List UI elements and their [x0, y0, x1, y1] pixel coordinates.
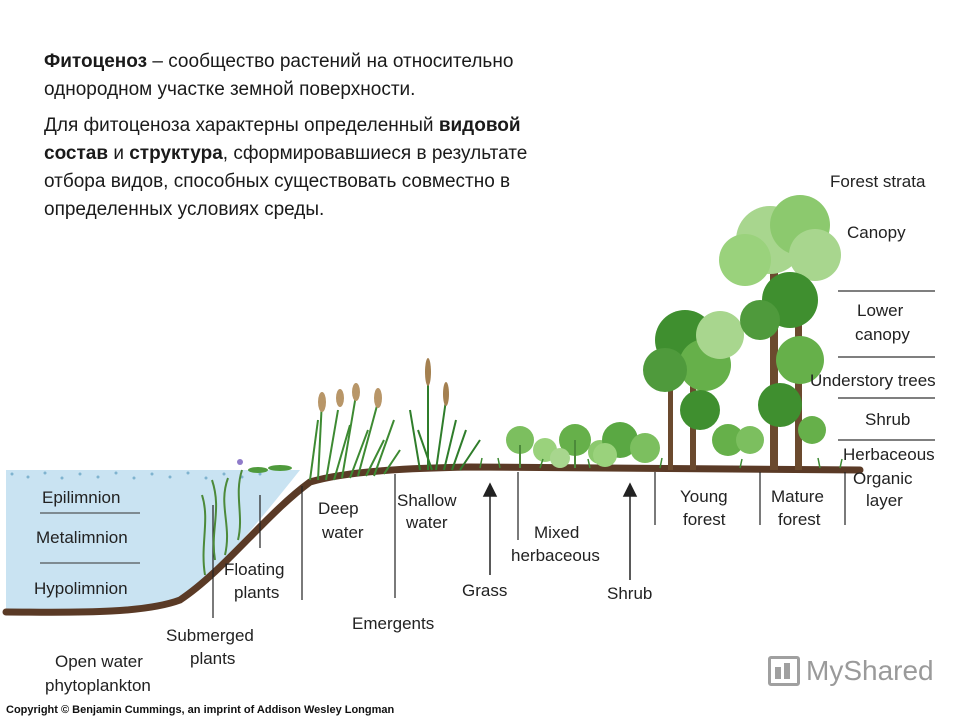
label-emergents: Emergents — [352, 614, 434, 633]
text-part: и — [108, 143, 130, 164]
label-young-1: Young — [680, 487, 728, 506]
label-deep-2: water — [321, 523, 364, 542]
submerged-plants — [201, 469, 243, 576]
label-herbaceous: Herbaceous — [843, 445, 935, 464]
label-open-water-1: Open water — [55, 652, 143, 671]
floating-leaves — [237, 459, 292, 473]
label-mixed-2: herbaceous — [511, 546, 600, 565]
label-canopy: Canopy — [847, 223, 906, 242]
label-grass: Grass — [462, 581, 507, 600]
zone-lines — [212, 472, 846, 618]
label-floating-1: Floating — [224, 560, 284, 579]
lake-water — [6, 470, 300, 613]
label-shallow-2: water — [405, 513, 448, 532]
text-part: Для фитоценоза характерны определенный — [44, 115, 439, 136]
definition-text: Фитоценоз – сообщество растений на относ… — [44, 48, 564, 232]
strata-separators — [838, 290, 935, 441]
watermark-text: MyShared — [806, 655, 934, 686]
paragraph-characteristics: Для фитоценоза характерны определенный в… — [44, 112, 564, 224]
label-lower-canopy-2: canopy — [855, 325, 910, 344]
label-open-water-2: phytoplankton — [45, 676, 151, 695]
reed-plumes — [318, 383, 382, 412]
label-mixed-1: Mixed — [534, 523, 579, 542]
label-mature-1: Mature — [771, 487, 824, 506]
label-shallow-1: Shallow — [397, 491, 457, 510]
ground-grass — [479, 457, 843, 469]
watermark: MyShared — [768, 655, 934, 687]
herbaceous-plants — [506, 424, 612, 468]
definition-rest: – сообщество растений на относительно од… — [44, 51, 514, 100]
shrubs — [593, 422, 660, 467]
label-submerged-2: plants — [190, 649, 235, 668]
label-submerged-1: Submerged — [166, 626, 254, 645]
zone-arrows — [482, 482, 638, 580]
label-epilimnion: Epilimnion — [42, 488, 120, 507]
term-structure: структура — [129, 143, 223, 164]
label-zone-shrub: Shrub — [607, 584, 652, 603]
copyright: Copyright © Benjamin Cummings, an imprin… — [6, 704, 395, 716]
label-lower-canopy-1: Lower — [857, 301, 904, 320]
paragraph-definition: Фитоценоз – сообщество растений на относ… — [44, 48, 564, 104]
cattail-heads — [425, 358, 449, 406]
label-young-2: forest — [683, 510, 726, 529]
term-species-composition: видовой состав — [44, 115, 521, 164]
label-floating-2: plants — [234, 583, 279, 602]
myshared-logo-icon — [768, 656, 800, 686]
label-forest-strata: Forest strata — [830, 172, 926, 191]
term-phytocenosis: Фитоценоз — [44, 51, 148, 72]
label-organic-1: Organic — [853, 469, 913, 488]
label-strata-shrub: Shrub — [865, 410, 910, 429]
emergent-reeds — [309, 394, 401, 481]
label-organic-2: layer — [866, 491, 903, 510]
young-forest — [643, 310, 744, 470]
emergent-grass-clump — [409, 380, 481, 471]
label-mature-2: forest — [778, 510, 821, 529]
text-part: , сформировавшиеся в результате отбора в… — [44, 143, 528, 220]
label-hypolimnion: Hypolimnion — [34, 579, 128, 598]
label-understory: Understory trees — [810, 371, 936, 390]
mature-forest — [719, 195, 841, 470]
label-deep-1: Deep — [318, 499, 359, 518]
label-metalimnion: Metalimnion — [36, 528, 128, 547]
water-surface-dots — [10, 471, 262, 480]
soil-profile — [2, 463, 864, 616]
